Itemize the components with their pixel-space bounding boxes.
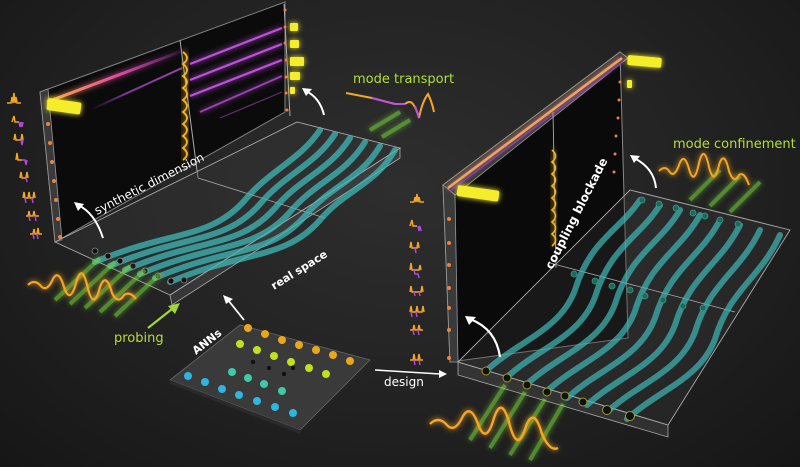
input-ports-right [481, 366, 635, 421]
mode-profiles-left [7, 92, 42, 240]
label-design: design [384, 375, 424, 389]
input-wave-left [27, 272, 137, 301]
label-mode-transport: mode transport [353, 72, 454, 87]
output-intensity-bars-right [456, 55, 662, 202]
ann-layer-hidden-2 [250, 359, 296, 377]
ann-layer-output [244, 324, 354, 365]
mode-confinement-wave [658, 153, 750, 186]
right-device [409, 51, 791, 462]
output-intensity-bars-left [46, 23, 304, 115]
arrow-up-transport [305, 90, 325, 116]
ann-network [147, 295, 447, 434]
left-device [7, 1, 435, 318]
input-wave-right [429, 406, 559, 450]
label-mode-confinement: mode confinement [673, 137, 796, 152]
label-probing: probing [114, 331, 164, 346]
mode-profiles-right [409, 193, 425, 366]
waveguides-right [484, 197, 783, 422]
waveguides-left [92, 127, 398, 285]
ann-layer-hidden-1 [236, 340, 330, 378]
ann-layer-input [184, 372, 297, 417]
output-ports-right [570, 196, 742, 312]
mode-beams-left [46, 26, 283, 119]
label-real-space: real space [269, 248, 330, 293]
site-dots-left [46, 8, 289, 239]
ann-layer-hidden-3 [228, 368, 286, 395]
